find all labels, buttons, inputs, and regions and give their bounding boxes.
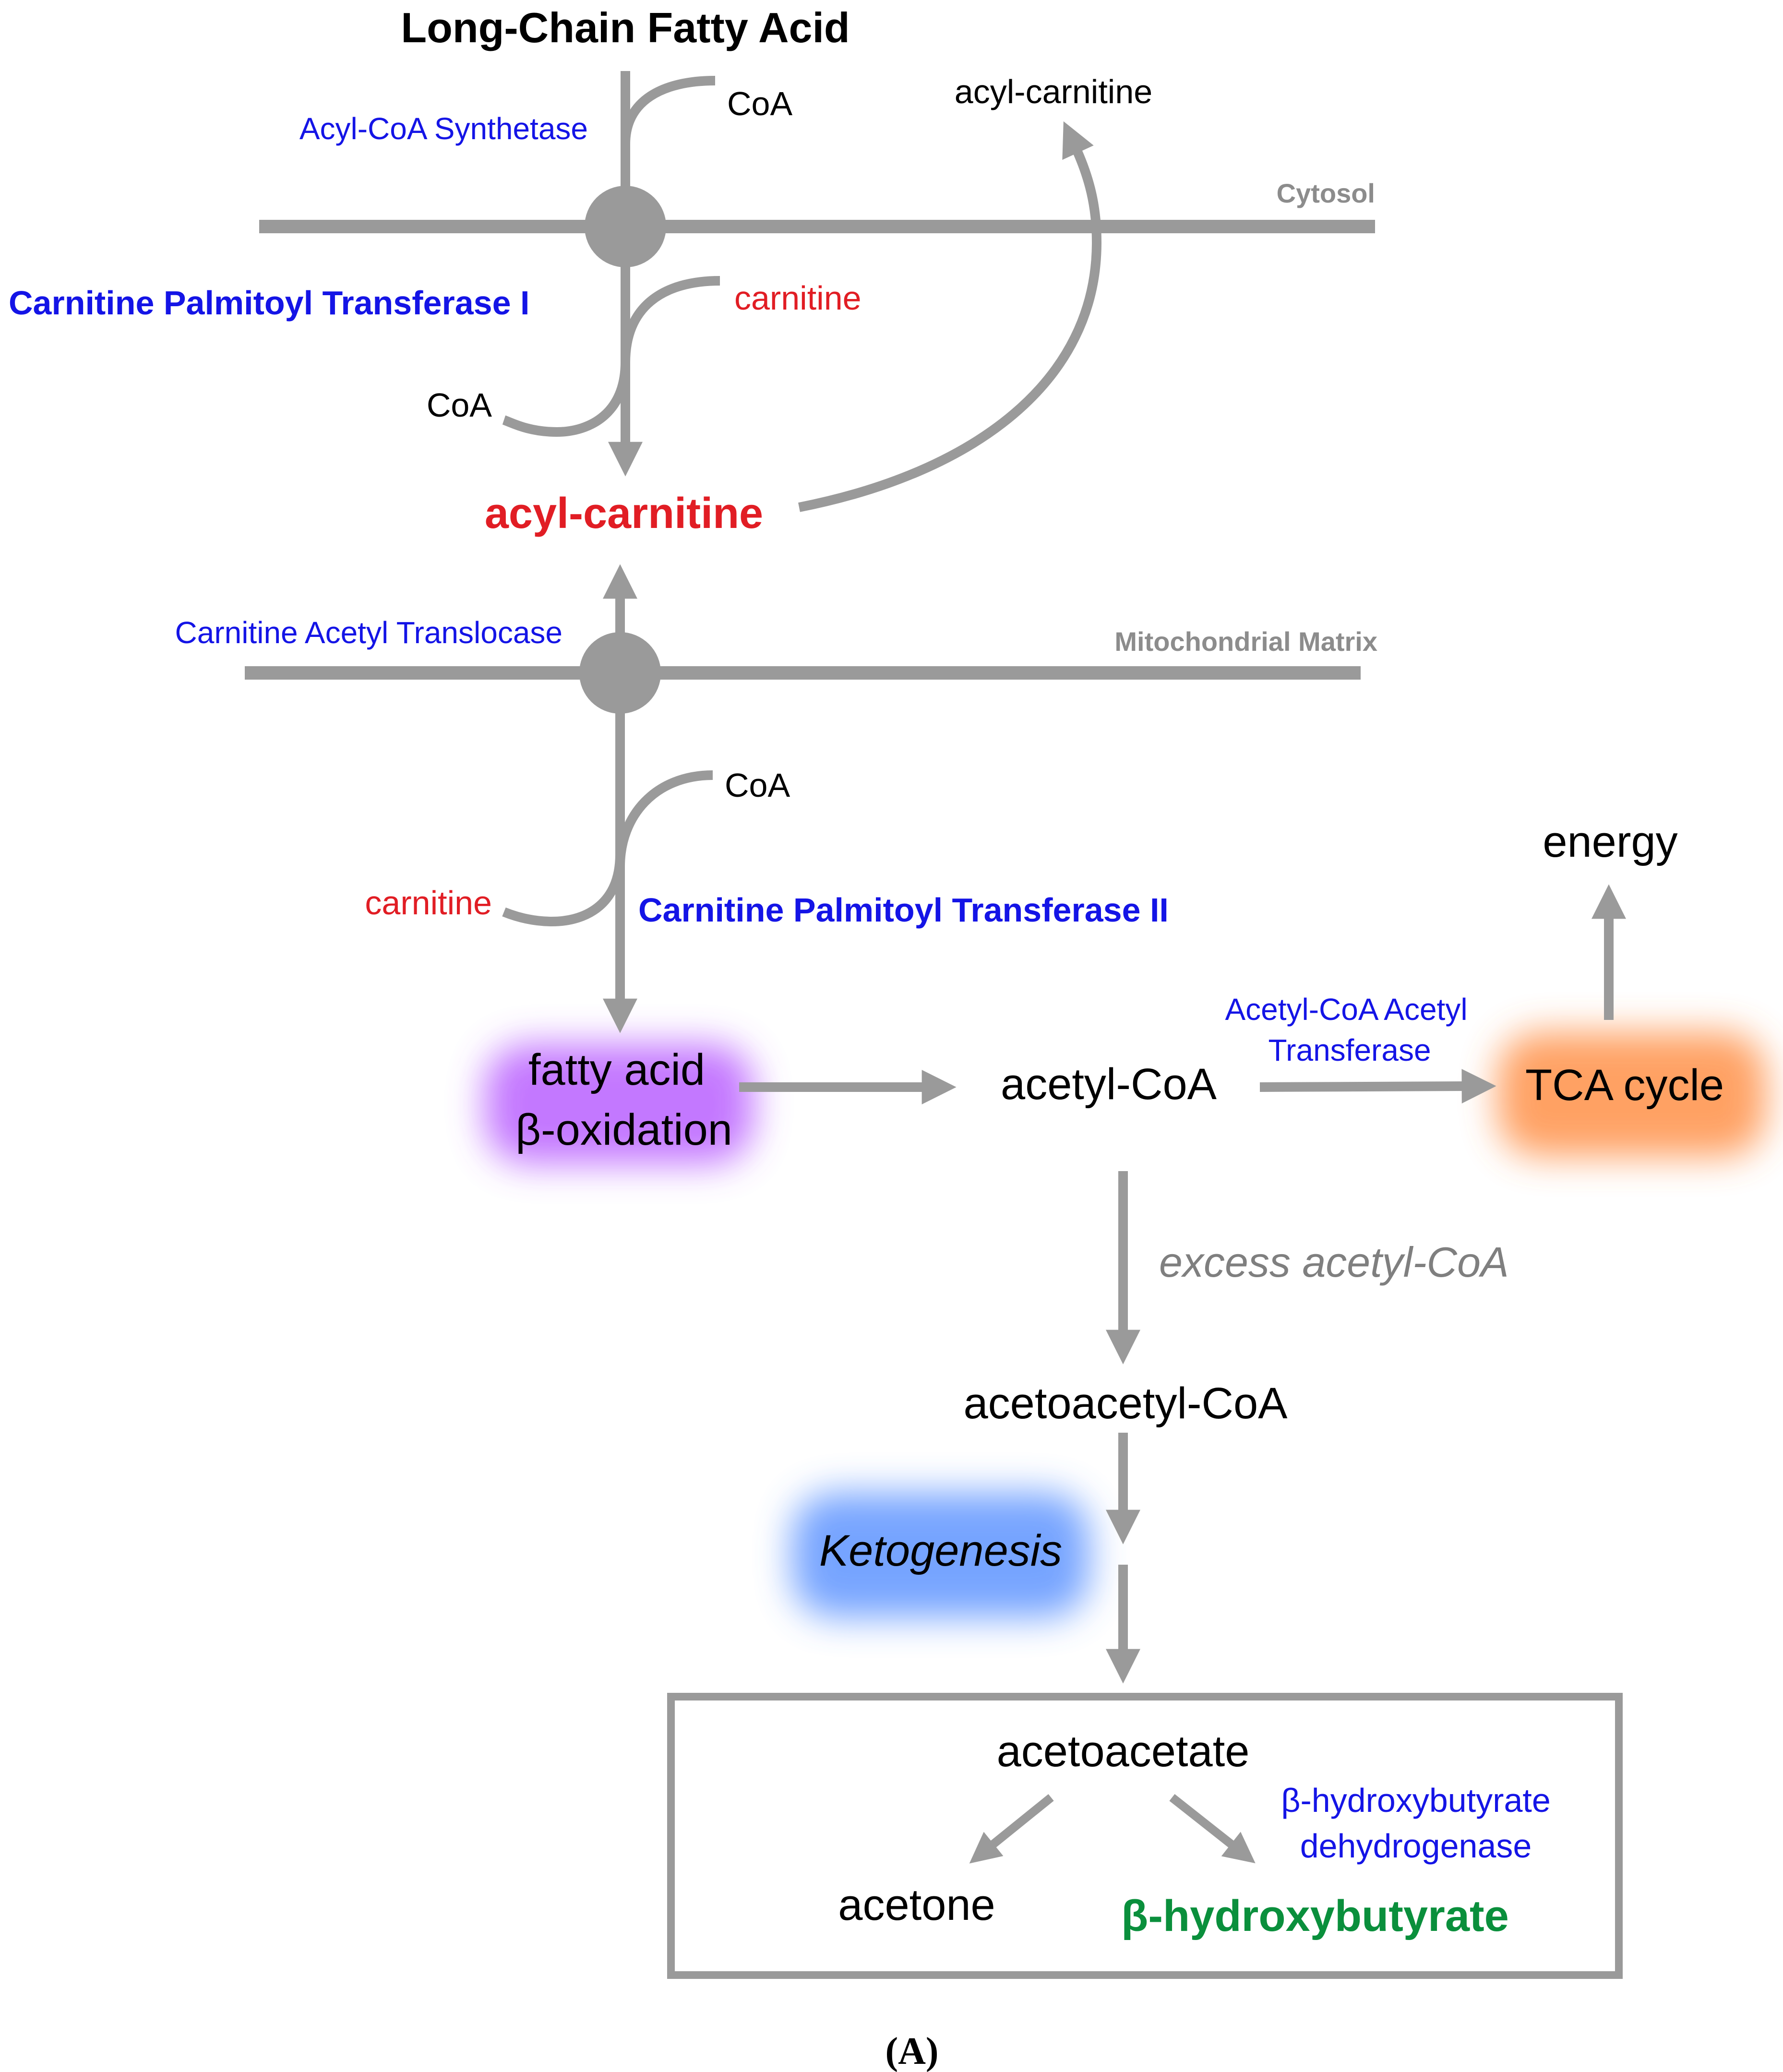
- carnitine-cpt1-curve: [621, 276, 720, 363]
- acyl-carnitine-cytosol-label: acyl-carnitine: [955, 73, 1152, 110]
- cpt2-label: Carnitine Palmitoyl Transferase II: [638, 891, 1169, 929]
- beta-oxidation-line1: fatty acid: [528, 1045, 705, 1094]
- excess-acetyl-coa-label: excess acetyl-CoA: [1159, 1238, 1509, 1286]
- acat-label-line2: Transferase: [1268, 1033, 1431, 1067]
- beta-oxidation-line2: β-oxidation: [515, 1105, 732, 1154]
- beta-oxidation-glow: [485, 1044, 754, 1164]
- bdh-label-line1: β-hydroxybutyrate: [1281, 1782, 1551, 1819]
- matrix-label: Mitochondrial Matrix: [1114, 626, 1377, 657]
- ketogenesis-label: Ketogenesis: [819, 1526, 1062, 1575]
- diagram-title: Long-Chain Fatty Acid: [401, 4, 850, 51]
- translocase-node: [579, 632, 661, 714]
- tca-cycle-glow: [1497, 1032, 1766, 1157]
- acat-label-line1: Acetyl-CoA Acetyl: [1225, 992, 1467, 1027]
- coa-top-curve: [621, 76, 716, 144]
- carnitine-cpt2-label: carnitine: [365, 884, 492, 922]
- acyl-carnitine-export-curve: [798, 121, 1102, 512]
- carnitine-cpt2-curve: [502, 854, 625, 927]
- acetoacetate-label: acetoacetate: [997, 1727, 1250, 1776]
- coa-cpt1-curve: [502, 362, 630, 437]
- acetoacetyl-coa-label: acetoacetyl-CoA: [964, 1379, 1288, 1428]
- acetone-label: acetone: [838, 1880, 995, 1929]
- acetoacetate-to-bhb-arrow: [1169, 1794, 1256, 1864]
- acetyl-coa-label: acetyl-CoA: [1001, 1060, 1217, 1109]
- cpt1-label: Carnitine Palmitoyl Transferase I: [9, 284, 529, 322]
- acyl-coa-synthetase-node: [585, 186, 666, 267]
- energy-label: energy: [1543, 817, 1677, 866]
- acetoacetate-to-acetone-arrow: [969, 1794, 1054, 1864]
- translocase-label: Carnitine Acetyl Translocase: [175, 615, 563, 650]
- coa-cpt2-curve: [615, 770, 713, 867]
- acyl-carnitine-label: acyl-carnitine: [485, 490, 763, 538]
- cytosol-label: Cytosol: [1277, 178, 1375, 208]
- acetyl-coa-to-tca-arrow: [1259, 1069, 1496, 1104]
- ketone-bodies-box: [667, 1693, 1623, 1979]
- bhb-label: β-hydroxybutyrate: [1121, 1892, 1509, 1940]
- coa-cpt1-label: CoA: [427, 386, 492, 424]
- coa-top-label: CoA: [727, 85, 792, 122]
- bdh-label-line2: dehydrogenase: [1300, 1827, 1532, 1865]
- coa-cpt2-label: CoA: [725, 767, 790, 804]
- carnitine-cpt1-label: carnitine: [734, 279, 862, 317]
- panel-label: (A): [885, 2030, 938, 2072]
- acyl-coa-synthetase-label: Acyl-CoA Synthetase: [299, 111, 588, 146]
- tca-cycle-label: TCA cycle: [1525, 1061, 1724, 1110]
- ketogenesis-glow: [792, 1493, 1089, 1617]
